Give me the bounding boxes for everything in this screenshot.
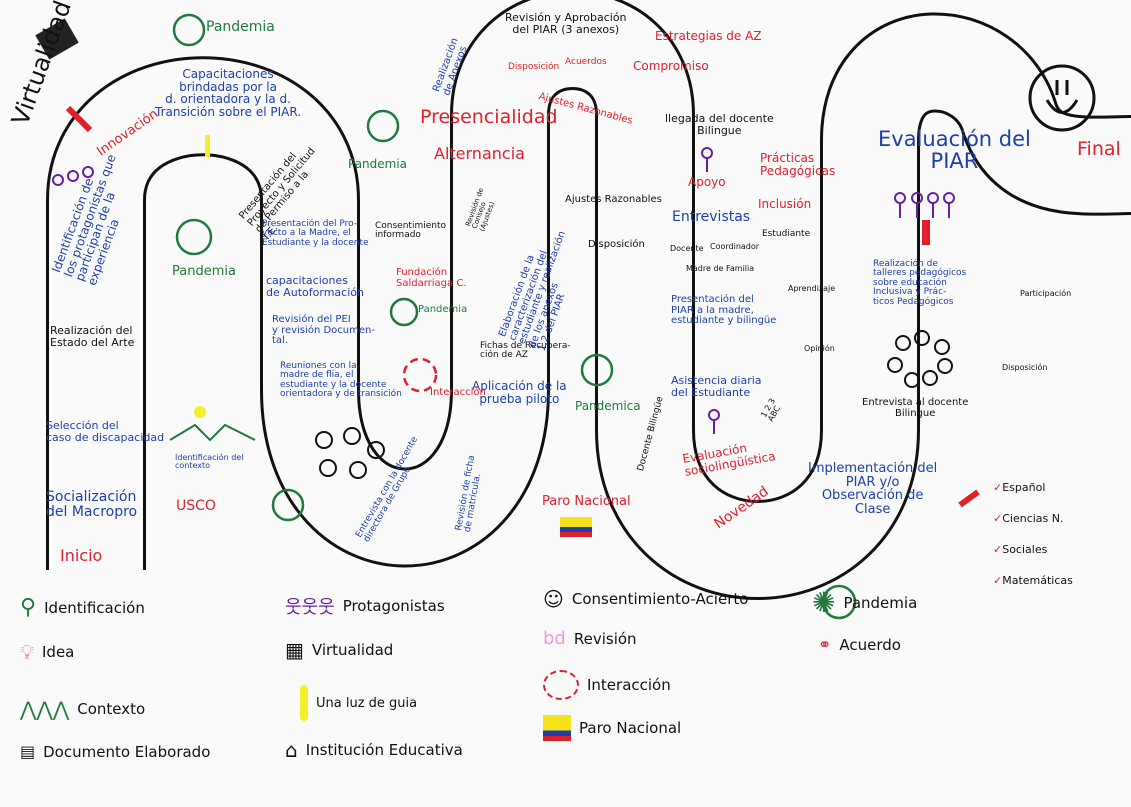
virus-icon (366, 109, 400, 143)
flag-icon (543, 715, 571, 741)
subject-item: Matemáticas (1002, 573, 1073, 587)
disposicion-label-3: Disposición (1002, 363, 1048, 372)
talleres-label: Realización de talleres pedagógicos sobr… (873, 259, 967, 307)
legend-item: ⚲Identificación (20, 595, 145, 620)
pandemia-label: Pandemia (172, 264, 236, 279)
light-icon (300, 685, 308, 721)
virus-icon (821, 584, 857, 620)
handshake-icon: ⚭ (818, 635, 832, 654)
glasses-icon: bd (543, 628, 566, 649)
entrevistas-label: Entrevistas (672, 209, 751, 225)
madre-familia-label: Madre de Familia (686, 264, 755, 273)
identificacion-contexto-label: Identificación del contexto (175, 453, 244, 471)
fichas-label: Fichas de Recupera- ción de AZ (480, 341, 571, 361)
legend-item: ⚭Acuerdo (818, 635, 901, 654)
compromiso-label: Compromiso (633, 59, 709, 73)
consentimiento-label: Consentimiento informado (375, 221, 446, 241)
estrategias-label: Estrategias de AZ (655, 29, 762, 43)
aplicacion-label: Aplicación de la prueba piloto (472, 379, 567, 406)
aprendizaje-label: Aprendizaje (788, 284, 836, 293)
alternancia-label: Alternancia (434, 144, 525, 163)
virus-icon (580, 353, 614, 387)
cycle-icon (402, 357, 438, 393)
legend-item: ✺Pandemia (812, 586, 918, 619)
legend-item: ▤Documento Elaborado (20, 742, 211, 761)
llegada-label: llegada del docente Bilingue (665, 112, 774, 137)
legend-item: Paro Nacional (543, 715, 681, 741)
disposicion-label: Disposición (508, 62, 560, 72)
capacitaciones-auto-label: capacitaciones de Autoformación (266, 274, 364, 299)
virus-icon: ✺ (812, 586, 836, 619)
presencialidad-label: Presencialidad (420, 106, 558, 128)
virus-icon (175, 218, 213, 256)
mountains-icon: ⋀⋀⋀ (20, 697, 70, 721)
participacion-label: Participación (1020, 289, 1072, 298)
subject-item: Ciencias N. (1002, 512, 1064, 526)
light-icon (194, 406, 206, 418)
revision-aprobacion-label: Revisión y Aprobación del PIAR (3 anexos… (505, 11, 627, 36)
legend-item: 💡︎Idea (20, 640, 75, 664)
laptop-icon: ▦ (285, 638, 304, 662)
estudiante-label: Estudiante (762, 229, 811, 239)
paro-label: Paro Nacional (542, 494, 631, 509)
inclusion-label: Inclusión (758, 197, 812, 211)
reuniones-label: Reuniones con la madre de flia, el estud… (280, 361, 402, 400)
inicio-label: Inicio (60, 546, 103, 565)
practicas-label: Prácticas Pedagógicas (760, 151, 836, 178)
flag-icon (560, 517, 592, 537)
opinion-label: Opinión (804, 344, 835, 353)
legend-item: ⋀⋀⋀Contexto (20, 697, 146, 721)
virus-icon (271, 488, 305, 522)
virus-icon (172, 13, 206, 47)
disposicion-label-2: Disposición (588, 239, 645, 250)
implementacion-label: Implementación del PIAR y/o Observación … (808, 461, 938, 517)
final-label: Final (1077, 138, 1121, 160)
school-icon: ⌂ (285, 738, 298, 762)
docente-label: Docente (670, 244, 704, 253)
pandemia-label: Pandemia (348, 157, 408, 171)
coordinador-label: Coordinador (710, 242, 760, 251)
asistencia-label: Asistencia diaria del Estudiante (671, 374, 762, 399)
mountains-icon (169, 423, 256, 442)
seleccion-label: Selección del caso de discapacidad (46, 419, 165, 444)
cycle-icon (543, 670, 579, 700)
legend-item: Interacción (543, 670, 671, 700)
subjects-list: ✓Español ✓Ciencias N. ✓Sociales ✓Matemát… (993, 481, 1073, 587)
lightbulb-icon: 💡︎ (20, 640, 34, 664)
acuerdos-label: Acuerdos (565, 57, 607, 67)
virus-icon (389, 297, 419, 327)
laptop-icon (35, 18, 79, 60)
ajustes-razonables-label-2: Ajustes Razonables (565, 194, 662, 205)
apoyo-label: Apoyo (688, 175, 726, 189)
usco-label: USCO (176, 498, 216, 514)
people-icon: 웃웃웃 (285, 597, 335, 618)
socializacion-label: Socialización del Macropro (46, 489, 138, 520)
capacitaciones-label: Capacitaciones brindadas por la d. orien… (155, 67, 302, 119)
pandemia-label: Pandemia (206, 19, 275, 35)
pandemica-label: Pandemica (575, 399, 641, 413)
subject-item: Sociales (1002, 542, 1048, 556)
legend-item: ⌂Institución Educativa (285, 738, 463, 762)
pandemia-label: Pandemia (418, 304, 468, 315)
light-icon (205, 135, 210, 157)
evaluacion-piar-label: Evaluación del PIAR (878, 127, 1031, 174)
presentacion-madre-label: Presentación del Pro- yecto a la Madre, … (262, 219, 369, 248)
interaccion-label: Interacción (430, 387, 486, 398)
subject-item: Español (1002, 481, 1046, 495)
legend-item: ▦Virtualidad (285, 638, 394, 662)
legend-item: Una luz de guia (300, 685, 417, 721)
entrevista-bilingue-label: Entrevista al docente Bilingue (862, 397, 969, 419)
magnifier-icon: ⚲ (20, 595, 37, 620)
smiley-icon (1028, 64, 1096, 132)
smiley-icon: ☺ (543, 587, 564, 611)
presentacion-piar-label: Presentación del PIAR a la madre, estudi… (671, 294, 777, 326)
legend-item: ☺Consentimiento-Acierto (543, 587, 749, 611)
fundacion-label: Fundación Saldarriaga C. (396, 267, 467, 289)
realizacion-estado-label: Realización del Estado del Arte (50, 324, 135, 349)
document-icon: ▤ (20, 742, 36, 761)
revision-pei-label: Revisión del PEI y revisión Documen- tal… (272, 314, 375, 346)
